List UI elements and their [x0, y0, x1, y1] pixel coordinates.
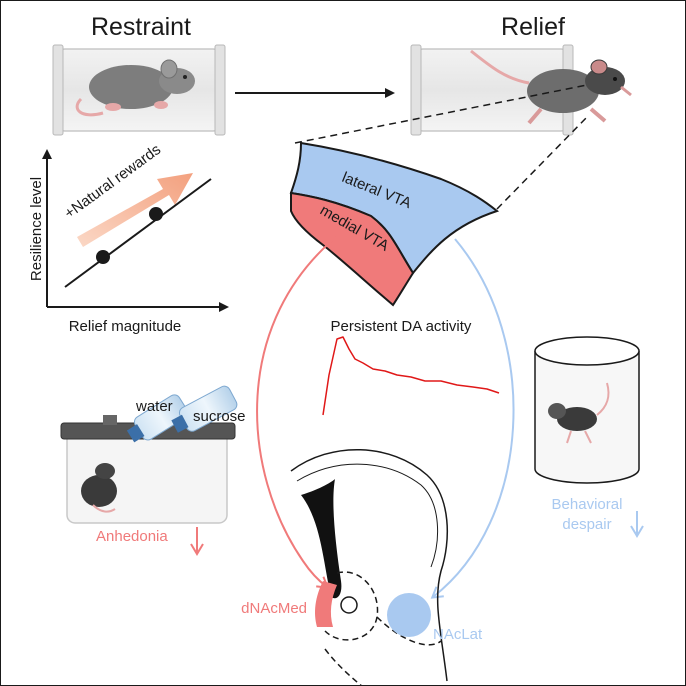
relief-title: Relief — [501, 13, 565, 41]
anterior-commissure — [340, 596, 358, 614]
lateral-ventricle — [301, 479, 342, 599]
trace-label: Persistent DA activity — [331, 318, 472, 335]
medial-projection-arrow — [256, 232, 342, 589]
resilience-graph: Resilience level Relief magnitude +Natur… — [28, 141, 229, 335]
behavioral-despair-line2: despair — [562, 516, 611, 533]
naclat-label: NAcLat — [433, 626, 483, 643]
swimming-mouse-icon — [548, 382, 610, 444]
sucrose-bottle-icon — [171, 385, 238, 433]
medial-vta-region — [290, 191, 415, 307]
dnacmed-region — [315, 581, 337, 627]
sucrose-preference-cage: water sucrose — [60, 385, 246, 524]
graph-y-label: Resilience level — [28, 177, 45, 281]
forced-swim-cylinder — [534, 336, 640, 484]
dnacmed-label: dNAcMed — [241, 600, 307, 617]
zoom-line-right — [496, 116, 588, 210]
brain-section-outline — [290, 448, 449, 685]
lateral-projection-arrow — [430, 238, 515, 599]
cage-mouse-icon — [81, 463, 117, 513]
persistent-da-trace — [322, 336, 500, 416]
naclat-region — [387, 593, 431, 637]
natural-rewards-arrow — [77, 173, 193, 247]
vta-region: lateral VTA medial VTA — [289, 141, 500, 307]
high-relief-dot — [149, 207, 163, 221]
restraint-title: Restraint — [91, 13, 191, 41]
resilience-trend-line — [64, 178, 212, 288]
natural-rewards-label: +Natural rewards — [61, 141, 164, 222]
low-relief-dot — [96, 250, 110, 264]
restrained-mouse-icon — [75, 59, 195, 117]
behavioral-despair-line1: Behavioral — [552, 496, 623, 513]
anhedonia-label: Anhedonia — [96, 528, 168, 545]
zoom-line-left — [294, 84, 588, 144]
sucrose-label: sucrose — [193, 408, 246, 425]
graph-x-label: Relief magnitude — [69, 318, 182, 335]
water-bottle-icon — [126, 394, 189, 443]
escaping-mouse-icon — [470, 49, 632, 125]
water-label: water — [135, 398, 173, 415]
